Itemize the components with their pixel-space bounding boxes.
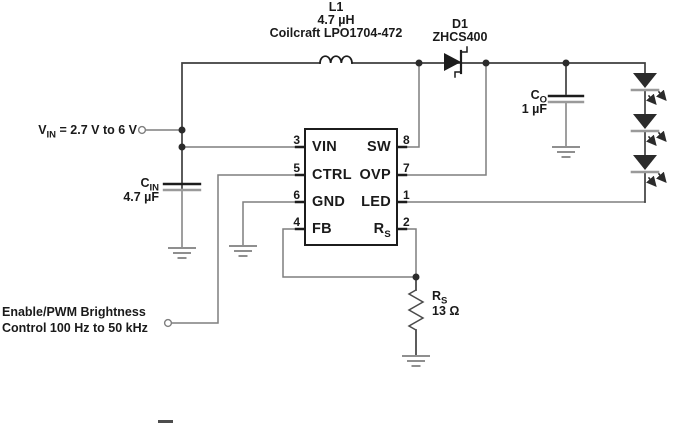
- vin-ref: V: [38, 123, 47, 137]
- cap-in-symbol: [162, 182, 202, 192]
- pin-number-5: 5: [293, 161, 300, 175]
- cap-in-ref: CIN: [140, 176, 159, 194]
- led-emission-arrows: [645, 89, 667, 105]
- ground-symbol: [229, 245, 257, 257]
- ic-body: [304, 128, 398, 246]
- ic-pin-fb: FB: [312, 221, 332, 237]
- ground-symbol: [552, 146, 580, 158]
- ic-pin-vin: VIN: [312, 139, 338, 155]
- enable-terminal: [163, 318, 173, 328]
- enable-label: Enable/PWM Brightness Control 100 Hz to …: [2, 304, 148, 336]
- wire-pin4-fb: [282, 228, 415, 278]
- pin-number-7: 7: [403, 161, 410, 175]
- input-supply-label: VIN = 2.7 V to 6 V: [38, 123, 137, 141]
- pin-number-8: 8: [403, 133, 410, 147]
- junction-dot: [482, 59, 490, 67]
- inductor-part: Coilcraft LPO1704-472: [269, 26, 403, 40]
- wire-pin2-rs: [397, 228, 417, 276]
- led-emission-arrows: [645, 130, 667, 146]
- junction-dot: [415, 59, 423, 67]
- diode-label: D1 ZHCS400: [415, 18, 505, 44]
- ic-pin-sw: SW: [367, 139, 391, 155]
- inductor-label: L1 4.7 µH Coilcraft LPO1704-472: [256, 1, 416, 40]
- cap-out-symbol: [547, 94, 585, 104]
- schottky-diode-symbol: [444, 46, 468, 78]
- enable-line2: Control 100 Hz to 50 kHz: [2, 321, 148, 335]
- pin-number-1: 1: [403, 188, 410, 202]
- wire-pin7-ovp: [397, 64, 487, 176]
- inductor-value: 4.7 µH: [317, 13, 355, 27]
- cap-out-value: 1 µF: [521, 102, 547, 116]
- resistor-symbol: [407, 288, 425, 332]
- diode-part: ZHCS400: [432, 30, 488, 44]
- pin-number-6: 6: [293, 188, 300, 202]
- led-symbol: [630, 73, 667, 105]
- sense-resistor-value: 13 Ω: [432, 304, 460, 318]
- cap-out-ref: CO: [530, 88, 547, 106]
- wire-pin5-ctrl: [171, 174, 305, 324]
- ground-symbol: [402, 355, 430, 367]
- sense-resistor-ref: RS: [432, 289, 448, 307]
- junction-dot: [562, 59, 570, 67]
- diode-ref: D1: [452, 17, 468, 31]
- ic-pin-ovp: OVP: [359, 167, 391, 183]
- junction-dot: [178, 143, 186, 151]
- cropped-caption-mark: [158, 420, 173, 423]
- enable-line1: Enable/PWM Brightness: [2, 305, 146, 319]
- pin-number-3: 3: [293, 133, 300, 147]
- sense-resistor-label: RS 13 Ω: [432, 289, 459, 319]
- inductor-coil: [319, 55, 353, 64]
- ic-pin-stubs: [294, 145, 408, 231]
- vin-range: = 2.7 V to 6 V: [56, 123, 137, 137]
- wire-pin6-gnd: [242, 201, 305, 247]
- vin-terminal: [137, 125, 147, 135]
- pin-number-2: 2: [403, 215, 410, 229]
- cap-in-value: 4.7 µF: [123, 190, 159, 204]
- rail-top: [351, 62, 646, 74]
- cap-out-label: CO 1 µF: [468, 88, 547, 116]
- ground-symbol: [168, 247, 196, 259]
- ic-pin-led: LED: [361, 194, 391, 210]
- ic-pin-gnd: GND: [312, 194, 346, 210]
- cap-in-label: CIN 4.7 µF: [78, 176, 159, 204]
- junction-dot: [412, 273, 420, 281]
- junction-dot: [178, 126, 186, 134]
- inductor-ref: L1: [328, 0, 344, 14]
- led-symbol: [630, 114, 667, 146]
- ic-pin-ctrl: CTRL: [312, 167, 352, 183]
- led-string: [630, 73, 667, 187]
- led-symbol: [630, 155, 667, 187]
- ic-pin-rs: RS: [373, 221, 391, 240]
- led-emission-arrows: [645, 171, 667, 187]
- pin-number-4: 4: [293, 215, 300, 229]
